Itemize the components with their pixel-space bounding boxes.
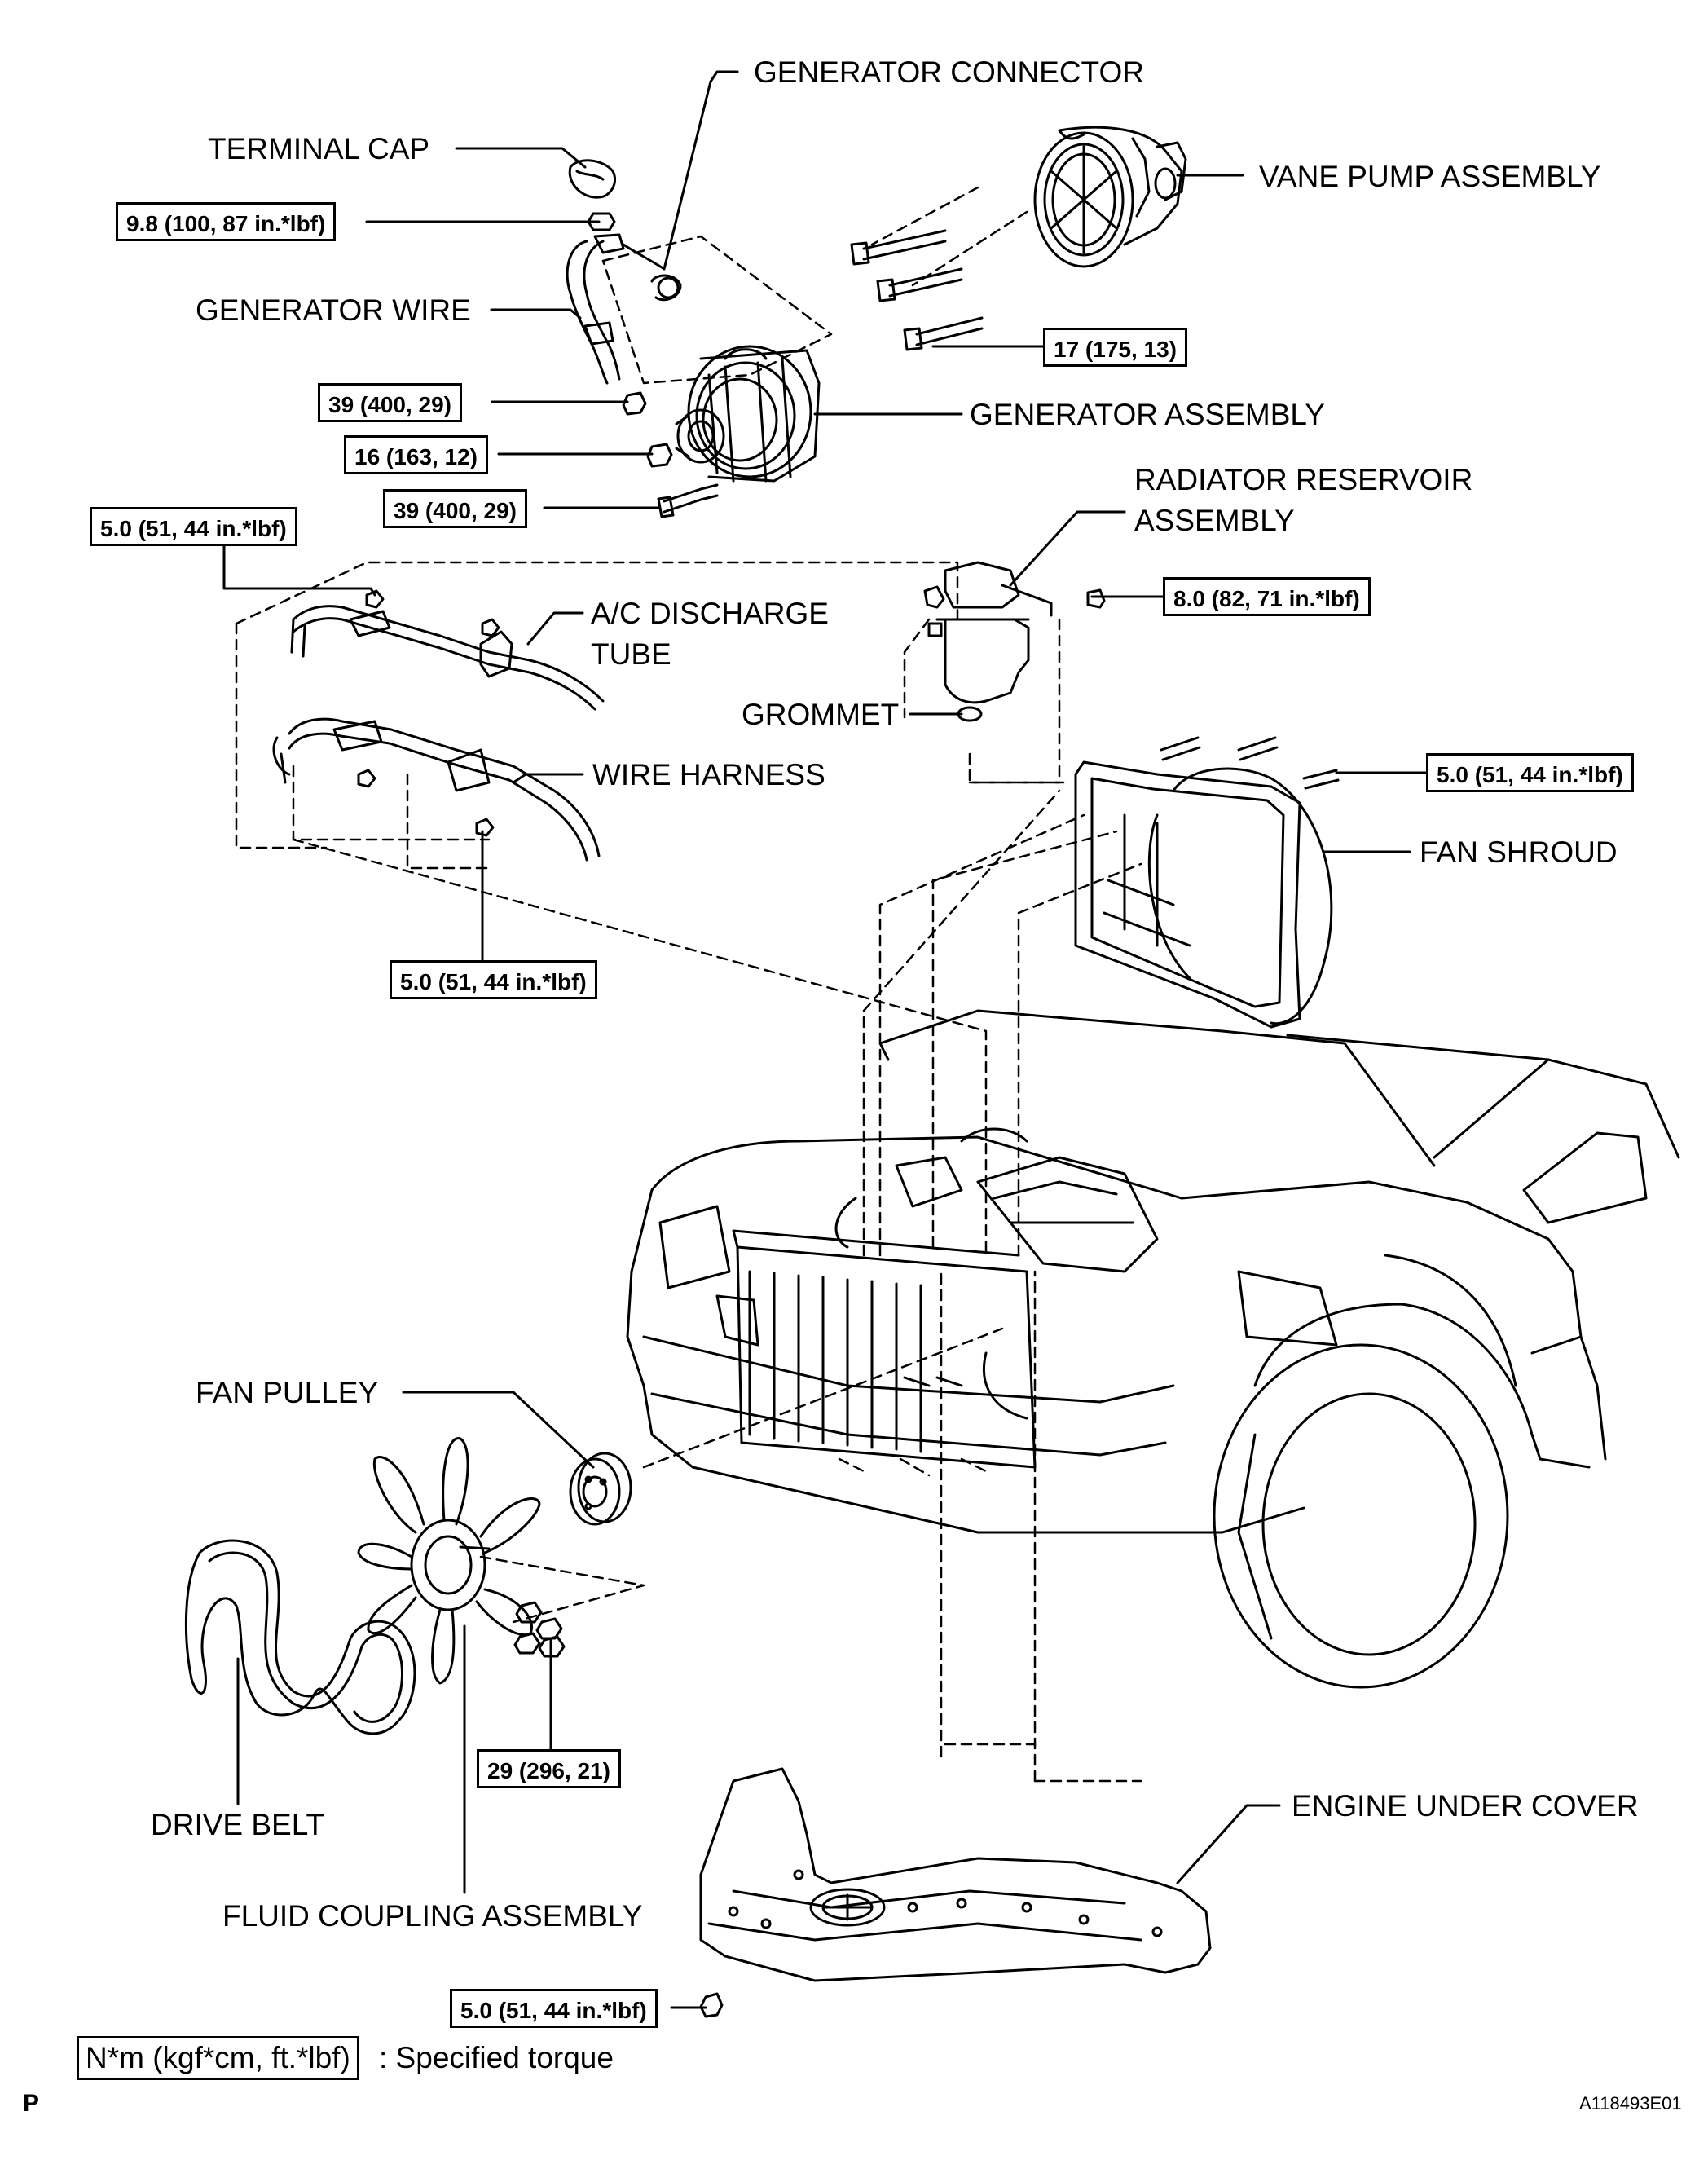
drive-belt-part	[184, 1539, 416, 1735]
grommet-label: GROMMET	[742, 698, 900, 731]
vehicle-body-part	[626, 1009, 1680, 1689]
ac-discharge-tube-label-line2: TUBE	[591, 637, 671, 671]
fan-shroud-label: FAN SHROUD	[1420, 835, 1618, 869]
fan-pulley-label: FAN PULLEY	[196, 1376, 379, 1409]
figure-id: A118493E01	[1579, 2093, 1682, 2114]
terminal-cap-part	[568, 159, 617, 199]
generator-part	[675, 345, 821, 483]
engine-under-cover-label: ENGINE UNDER COVER	[1292, 1789, 1639, 1823]
torque-ac-tube-nut: 5.0 (51, 44 in.*lbf)	[90, 507, 297, 546]
torque-legend-description: : Specified torque	[379, 2041, 614, 2074]
leader-lines	[222, 70, 1428, 2009]
torque-wire-harness-bolt: 5.0 (51, 44 in.*lbf)	[390, 960, 597, 999]
generator-fasteners	[622, 391, 719, 518]
fan-coupling-nuts	[513, 1601, 566, 1658]
generator-wire-part	[566, 233, 682, 385]
corner-letter: P	[23, 2090, 40, 2117]
torque-vane-pump-bolt: 17 (175, 13)	[1043, 328, 1187, 367]
torque-under-cover-bolt: 5.0 (51, 44 in.*lbf)	[450, 1989, 658, 2028]
generator-assembly-label: GENERATOR ASSEMBLY	[970, 398, 1325, 431]
ac-discharge-tube-part	[290, 589, 605, 711]
torque-generator-bolt-long: 39 (400, 29)	[383, 489, 527, 528]
radiator-reservoir-label-line1: RADIATOR RESERVOIR	[1134, 463, 1473, 496]
torque-fan-coupling-nut: 29 (296, 21)	[477, 1749, 621, 1788]
vane-pump-bolts	[850, 229, 984, 351]
generator-connector-label: GENERATOR CONNECTOR	[754, 55, 1144, 89]
fluid-coupling-assembly-label: FLUID COUPLING ASSEMBLY	[222, 1899, 643, 1933]
fan-pulley-part	[569, 1452, 632, 1526]
generator-wire-label: GENERATOR WIRE	[196, 293, 471, 327]
torque-generator-nut: 39 (400, 29)	[318, 383, 462, 422]
fan-shroud-part	[1074, 736, 1340, 1029]
torque-terminal-nut: 9.8 (100, 87 in.*lbf)	[116, 202, 337, 241]
terminal-cap-label: TERMINAL CAP	[208, 132, 430, 165]
vane-pump-assembly-label: VANE PUMP ASSEMBLY	[1259, 160, 1601, 193]
torque-legend-box: N*m (kgf*cm, ft.*lbf)	[77, 2036, 359, 2080]
ac-discharge-tube-label-line1: A/C DISCHARGE	[591, 597, 829, 630]
torque-reservoir-bolt: 8.0 (82, 71 in.*lbf)	[1163, 577, 1371, 616]
torque-fan-shroud-bolt: 5.0 (51, 44 in.*lbf)	[1426, 753, 1634, 792]
fluid-coupling-part	[357, 1437, 541, 1685]
radiator-reservoir-part	[923, 561, 1106, 722]
wire-harness-label: WIRE HARNESS	[592, 758, 825, 791]
torque-generator-bolt-small: 16 (163, 12)	[344, 435, 488, 474]
drive-belt-label: DRIVE BELT	[151, 1808, 325, 1841]
vane-pump-part	[1033, 126, 1187, 268]
wire-harness-part	[272, 717, 601, 862]
engine-under-cover-part	[699, 1767, 1212, 2018]
terminal-nut-part	[587, 212, 616, 231]
radiator-reservoir-label-line2: ASSEMBLY	[1134, 504, 1295, 537]
